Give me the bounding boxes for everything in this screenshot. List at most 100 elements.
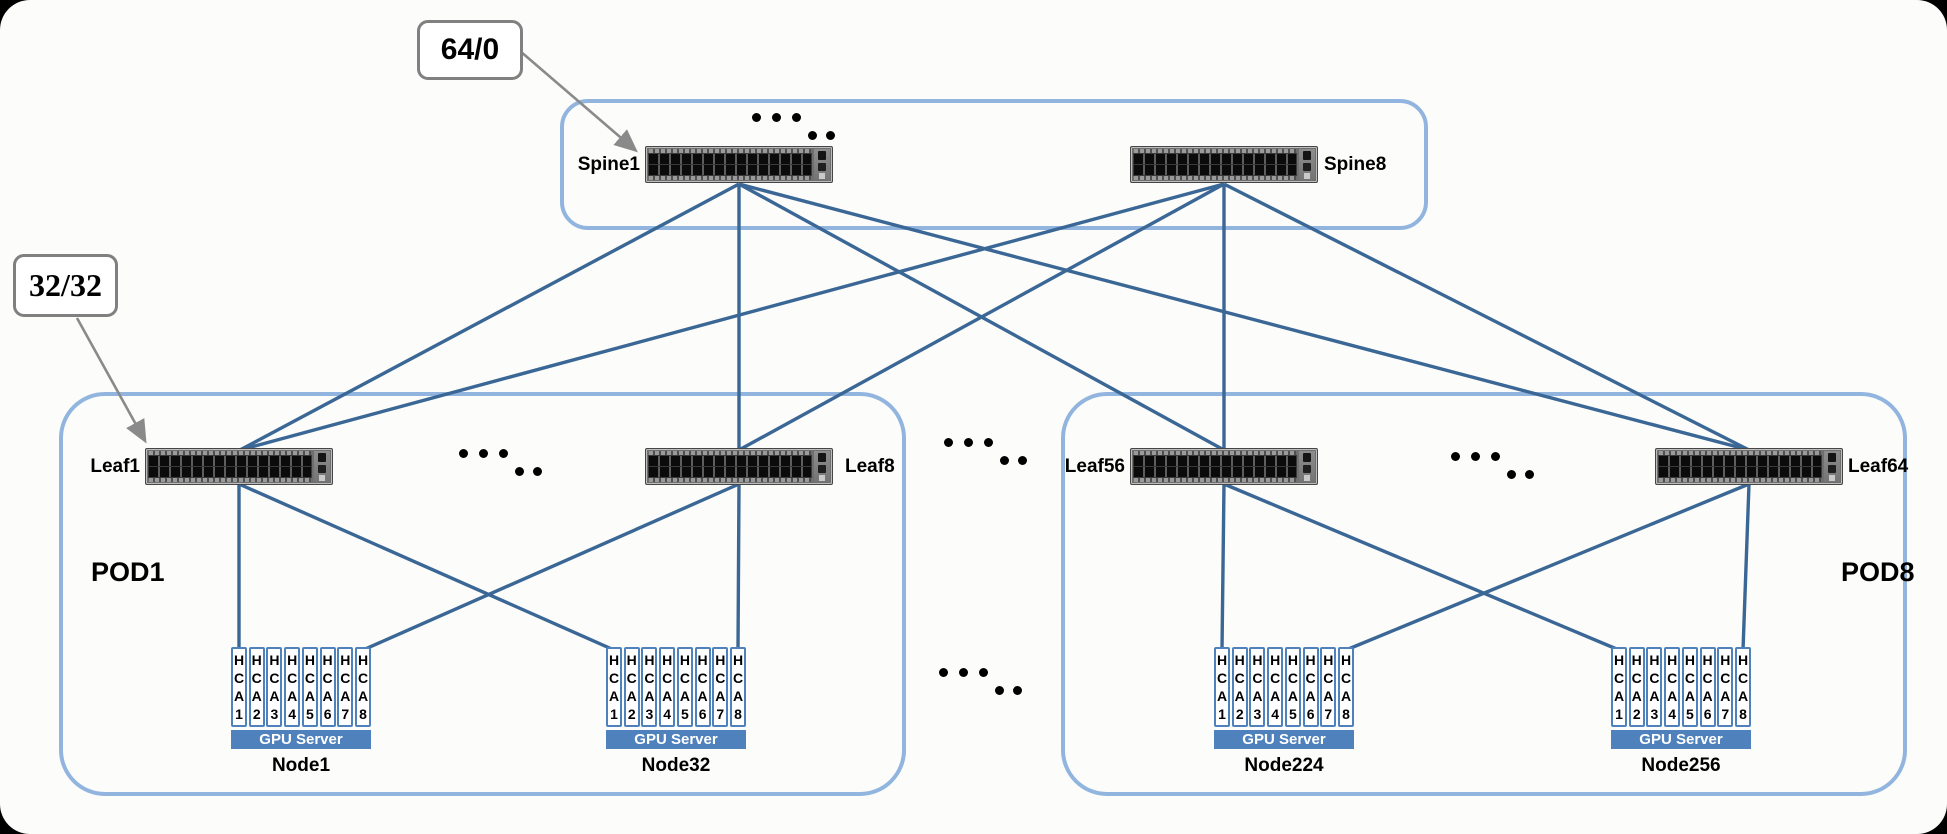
leaf56-switch (1130, 448, 1318, 485)
hca-box: HCA7 (1320, 647, 1337, 727)
hca-box: HCA3 (641, 647, 658, 727)
hca-box: HCA8 (730, 647, 747, 727)
hca-box: HCA1 (1611, 647, 1628, 727)
switch-port-row (648, 466, 812, 478)
switch-bottom-strip (649, 176, 811, 180)
hca-box: HCA4 (1664, 647, 1681, 727)
switch-mgmt-panel (1824, 451, 1840, 482)
gpu-node-node224: HCA1 HCA2 HCA3 HCA4 HCA5 HCA6 HCA7 HCA8 … (1214, 647, 1355, 777)
leaf64-label: Leaf64 (1848, 455, 1909, 477)
switch-bottom-strip (1134, 176, 1296, 180)
switch-top-strip (649, 149, 811, 153)
hca-box: HCA4 (1267, 647, 1284, 727)
spine-group-enclosure (560, 99, 1428, 230)
switch-port-row (1133, 153, 1297, 165)
gpu-node-node1: HCA1 HCA2 HCA3 HCA4 HCA5 HCA6 HCA7 HCA8 … (231, 647, 372, 777)
hca-box: HCA2 (1231, 647, 1248, 727)
node-label: Node32 (641, 755, 711, 776)
hca-box: HCA6 (1699, 647, 1716, 727)
hca-box: HCA8 (355, 647, 372, 727)
gpu-server-bar: GPU Server (606, 730, 746, 749)
ellipsis-dots-spines (752, 113, 836, 141)
switch-port-row (1133, 164, 1297, 176)
hca-row: HCA1 HCA2 HCA3 HCA4 HCA5 HCA6 HCA7 HCA8 (231, 647, 372, 727)
hca-box: HCA1 (231, 647, 248, 727)
gpu-node-node32: HCA1 HCA2 HCA3 HCA4 HCA5 HCA6 HCA7 HCA8 … (606, 647, 747, 777)
gpu-server-bar: GPU Server (1214, 730, 1354, 749)
switch-port-row (148, 466, 312, 478)
hca-box: HCA3 (266, 647, 283, 727)
switch-bottom-strip (1134, 478, 1296, 482)
switch-top-strip (649, 451, 811, 455)
spine1-label: Spine1 (577, 153, 640, 175)
spine1-switch (645, 146, 833, 183)
ellipsis-dots-pod8-leaves (1451, 452, 1535, 480)
hca-box: HCA5 (676, 647, 693, 727)
switch-port-row (1658, 455, 1822, 467)
switch-mgmt-panel (314, 451, 330, 482)
hca-box: HCA7 (1717, 647, 1734, 727)
gpu-server-bar: GPU Server (1611, 730, 1751, 749)
hca-row: HCA1 HCA2 HCA3 HCA4 HCA5 HCA6 HCA7 HCA8 (1214, 647, 1355, 727)
switch-port-row (148, 455, 312, 467)
switch-top-strip (1134, 149, 1296, 153)
hca-box: HCA1 (1214, 647, 1231, 727)
hca-box: HCA4 (284, 647, 301, 727)
switch-port-row (648, 455, 812, 467)
switch-bottom-strip (649, 478, 811, 482)
gpu-node-node256: HCA1 HCA2 HCA3 HCA4 HCA5 HCA6 HCA7 HCA8 … (1611, 647, 1752, 777)
ellipsis-dots-pod1-leaves (459, 449, 543, 477)
callout-spine-port-ratio-text: 64/0 (440, 33, 500, 66)
spine-leaf-links (239, 182, 1750, 452)
leaf1-label: Leaf1 (90, 455, 140, 477)
leaf8-label: Leaf8 (845, 455, 895, 477)
ellipsis-dots-pods-bottom (939, 668, 1023, 696)
switch-port-row (1133, 455, 1297, 467)
hca-box: HCA7 (337, 647, 354, 727)
hca-box: HCA8 (1338, 647, 1355, 727)
arrow-to-leaf1 (75, 317, 147, 444)
pod8-enclosure (1061, 392, 1907, 796)
switch-mgmt-panel (1299, 149, 1315, 180)
hca-box: HCA6 (319, 647, 336, 727)
switch-bottom-strip (1659, 478, 1821, 482)
ellipsis-dots-pods-top (944, 438, 1028, 466)
hca-box: HCA1 (606, 647, 623, 727)
hca-box: HCA5 (1681, 647, 1698, 727)
switch-top-strip (1659, 451, 1821, 455)
hca-box: HCA5 (1284, 647, 1301, 727)
callout-leaf-port-ratio-text: 32/32 (29, 267, 102, 303)
spine8-switch (1130, 146, 1318, 183)
hca-box: HCA4 (659, 647, 676, 727)
hca-row: HCA1 HCA2 HCA3 HCA4 HCA5 HCA6 HCA7 HCA8 (606, 647, 747, 727)
switch-top-strip (1134, 451, 1296, 455)
pod1-label: POD1 (91, 557, 165, 587)
hca-box: HCA3 (1249, 647, 1266, 727)
switch-port-row (648, 153, 812, 165)
hca-box: HCA2 (248, 647, 265, 727)
leaf8-switch (645, 448, 833, 485)
switch-top-strip (149, 451, 311, 455)
hca-box: HCA5 (301, 647, 318, 727)
callout-spine-port-ratio: 64/0 (417, 20, 523, 80)
hca-box: HCA8 (1735, 647, 1752, 727)
node-label: Node224 (1244, 755, 1324, 776)
callout-arrows (75, 50, 638, 444)
hca-row: HCA1 HCA2 HCA3 HCA4 HCA5 HCA6 HCA7 HCA8 (1611, 647, 1752, 727)
arrow-to-spine1 (519, 50, 638, 153)
leaf64-switch (1655, 448, 1843, 485)
switch-mgmt-panel (814, 451, 830, 482)
hca-box: HCA2 (1628, 647, 1645, 727)
spine8-label: Spine8 (1324, 153, 1387, 175)
leaf-hca-links (237, 482, 1751, 652)
pod1-enclosure (59, 392, 906, 796)
gpu-server-bar: GPU Server (231, 730, 371, 749)
switch-mgmt-panel (1299, 451, 1315, 482)
node-label: Node1 (271, 755, 331, 776)
leaf56-label: Leaf56 (1064, 455, 1125, 477)
switch-mgmt-panel (814, 149, 830, 180)
callout-leaf-port-ratio: 32/32 (13, 254, 118, 317)
hca-box: HCA6 (1302, 647, 1319, 727)
